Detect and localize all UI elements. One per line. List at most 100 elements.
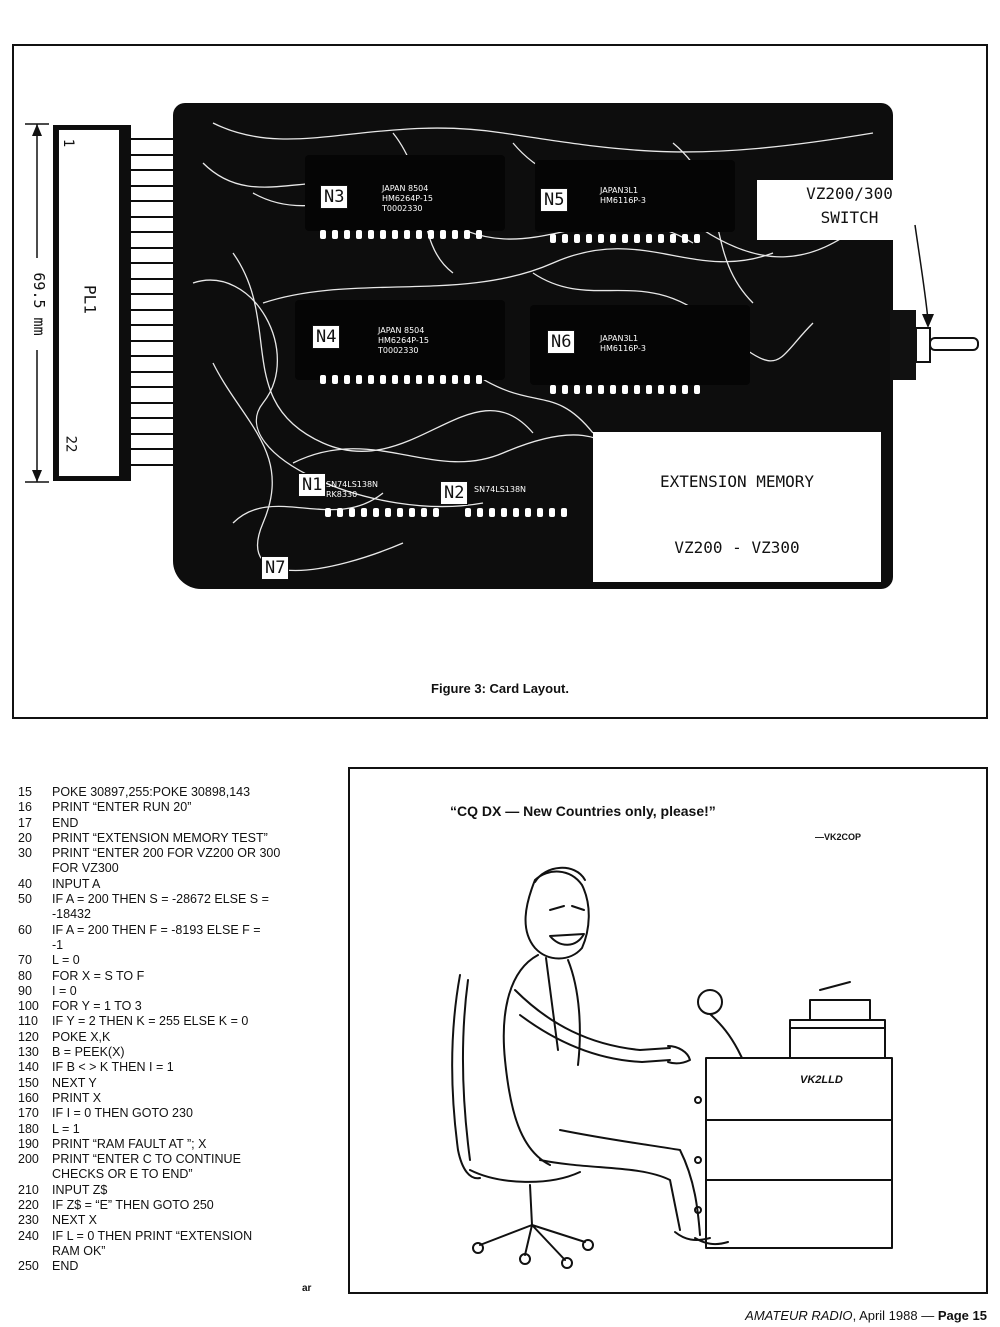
connector-pin [120,246,176,249]
chip-pin [397,508,403,517]
line-code: NEXT X [52,1213,97,1228]
cartoon-credit: —VK2COP [815,832,862,842]
line-code: PRINT “ENTER C TO CONTINUE [52,1152,241,1167]
chip-pin [349,508,355,517]
line-number [18,907,52,922]
chip-pin [682,385,688,394]
chip-pin [610,385,616,394]
chip-pin [361,508,367,517]
chip-pin [549,508,555,517]
extension-title: EXTENSION MEMORY [659,472,815,491]
connector-pin [120,432,176,435]
chip-pin [658,385,664,394]
connector-label: PL1 [80,285,100,314]
line-code: L = 1 [52,1121,80,1136]
chip-pin [320,230,326,239]
connector-pin [120,277,176,280]
chip-pin [550,234,556,243]
chip-pin [368,230,374,239]
chip-pin [561,508,567,517]
chip-pin [373,508,379,517]
line-code: PRINT “ENTER RUN 20” [52,800,192,815]
line-code: IF A = 200 THEN F = -8193 ELSE F = [52,922,261,937]
line-code: CHECKS OR E TO END” [52,1167,193,1182]
line-number: 140 [18,1060,39,1075]
line-number: 240 [18,1228,39,1243]
footer-issue: , April 1988 — [852,1308,938,1323]
microphone-icon [697,989,723,1015]
chip-pin [433,508,439,517]
chip-pin [658,234,664,243]
line-code: IF A = 200 THEN S = -28672 ELSE S = [52,892,269,907]
chip-pin [380,375,386,384]
chip-text-n2: SN74LS138N [474,485,527,494]
code-line: 160 PRINT X [18,1091,318,1106]
chip-pin [562,385,568,394]
chip-pin [380,230,386,239]
line-code: PRINT “EXTENSION MEMORY TEST” [52,830,268,845]
line-code: NEXT Y [52,1075,97,1090]
chip-pin [421,508,427,517]
operator-head [524,870,590,960]
chip-pin [694,385,700,394]
chip-pin [586,234,592,243]
chip-pin [476,230,482,239]
connector-pin [120,370,176,373]
line-number: 70 [18,953,32,968]
chip-pin [489,508,495,517]
chip-pin [332,230,338,239]
chip-label-n5: N5 [540,188,569,212]
chip-pin [574,385,580,394]
chip-pin [356,230,362,239]
chip-pin [562,234,568,243]
line-code: PRINT “RAM FAULT AT ”; X [52,1136,207,1151]
end-mark: ar [302,1283,312,1294]
chip-pin [344,230,350,239]
chip-pin [416,375,422,384]
chip-pin [477,508,483,517]
line-number: 210 [18,1182,39,1197]
chip-pin [622,385,628,394]
chip-pin [452,375,458,384]
switch-label-1: VZ200/300 [806,184,893,203]
chip-pin [622,234,628,243]
line-code: PRINT X [52,1090,102,1105]
line-number: 250 [18,1259,39,1274]
chip-pin [452,230,458,239]
line-number: 170 [18,1106,39,1121]
switch-label-2: SWITCH [820,208,879,227]
chair-back [451,974,481,1180]
chip-pin [694,234,700,243]
line-number: 20 [18,830,32,845]
chip-pin [440,230,446,239]
line-number: 15 [18,785,32,799]
chip-pin [392,230,398,239]
chip-pin [682,234,688,243]
chip-label-n1: N1 [298,473,327,497]
chip-pin [525,508,531,517]
line-code: FOR VZ300 [52,861,119,876]
line-code: IF I = 0 THEN GOTO 230 [52,1106,193,1121]
line-number [18,1167,52,1182]
code-line: RAM OK” [18,1244,318,1259]
dimension-arrow [25,123,49,483]
line-number: 160 [18,1090,39,1105]
chip-pin [501,508,507,517]
code-line: FOR VZ300 [18,861,318,876]
connector-pin [120,231,176,233]
line-number: 130 [18,1045,39,1060]
chip-pin [392,375,398,384]
chip-pin [610,234,616,243]
chip-pin [356,375,362,384]
